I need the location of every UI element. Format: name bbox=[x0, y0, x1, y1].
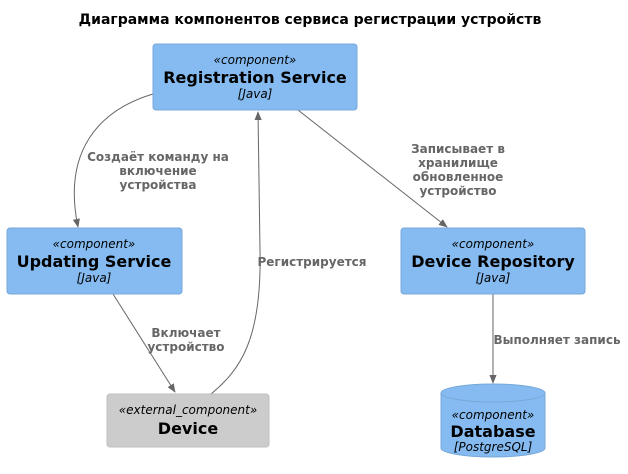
updating-service-box bbox=[6, 227, 183, 295]
edge-label-repository-to-db: Выполняет запись bbox=[493, 333, 620, 347]
registration-service-name: Registration Service bbox=[163, 68, 347, 87]
registration-service-stereotype: «component» bbox=[214, 53, 297, 67]
edge-label-line: Включает bbox=[151, 326, 220, 340]
registration-service-box bbox=[152, 43, 358, 111]
node-updating-service[interactable]: «component» Updating Service [Java] bbox=[6, 227, 183, 295]
edge-registration-to-repository bbox=[297, 109, 448, 228]
device-repository-name: Device Repository bbox=[411, 252, 575, 271]
registration-service-technology: [Java] bbox=[238, 87, 273, 101]
edge-label-line: Выполняет запись bbox=[493, 333, 620, 347]
edge-label-line: Создаёт команду на bbox=[87, 150, 229, 164]
edge-updating-to-device bbox=[112, 293, 176, 393]
updating-service-technology: [Java] bbox=[77, 271, 112, 285]
database-name: Database bbox=[450, 422, 535, 441]
edge-registration-to-updating bbox=[72, 93, 154, 228]
database-cylinder-icon bbox=[440, 383, 546, 458]
edge-label-line: обновленное bbox=[413, 170, 504, 184]
device-repository-box bbox=[400, 227, 586, 295]
edge-device-to-registration bbox=[210, 111, 262, 395]
node-registration-service[interactable]: «component» Registration Service [Java] bbox=[152, 43, 358, 111]
edge-label-reg-to-repository: Записывает в хранилище обновленное устро… bbox=[411, 142, 505, 198]
database-stereotype: «component» bbox=[452, 408, 535, 422]
edges bbox=[72, 93, 497, 395]
node-database[interactable]: «component» Database [PostgreSQL] bbox=[440, 383, 546, 458]
database-technology: [PostgreSQL] bbox=[454, 440, 533, 454]
device-repository-stereotype: «component» bbox=[452, 237, 535, 251]
device-repository-technology: [Java] bbox=[476, 271, 511, 285]
database-cylinder-rim bbox=[440, 392, 546, 403]
edge-label-reg-to-updating: Создаёт команду на включение устройства bbox=[87, 150, 229, 192]
edge-label-device-to-reg: Регистрируется bbox=[257, 255, 366, 269]
edge-label-line: хранилище bbox=[418, 156, 498, 170]
edge-label-line: устройства bbox=[120, 178, 197, 192]
diagram-title: Диаграмма компонентов сервиса регистраци… bbox=[79, 12, 542, 28]
edge-label-line: устройство bbox=[147, 340, 224, 354]
edge-label-line: Записывает в bbox=[411, 142, 505, 156]
device-name: Device bbox=[158, 419, 219, 438]
node-device-repository[interactable]: «component» Device Repository [Java] bbox=[400, 227, 586, 295]
edge-label-line: Регистрируется bbox=[257, 255, 366, 269]
updating-service-stereotype: «component» bbox=[53, 237, 136, 251]
node-device[interactable]: «external_component» Device bbox=[106, 393, 270, 448]
updating-service-name: Updating Service bbox=[17, 252, 172, 271]
edge-label-line: включение bbox=[119, 164, 196, 178]
edge-label-updating-to-device: Включает устройство bbox=[147, 326, 224, 354]
device-box bbox=[106, 393, 270, 448]
device-stereotype: «external_component» bbox=[119, 403, 258, 417]
edge-label-line: устройство bbox=[419, 184, 496, 198]
